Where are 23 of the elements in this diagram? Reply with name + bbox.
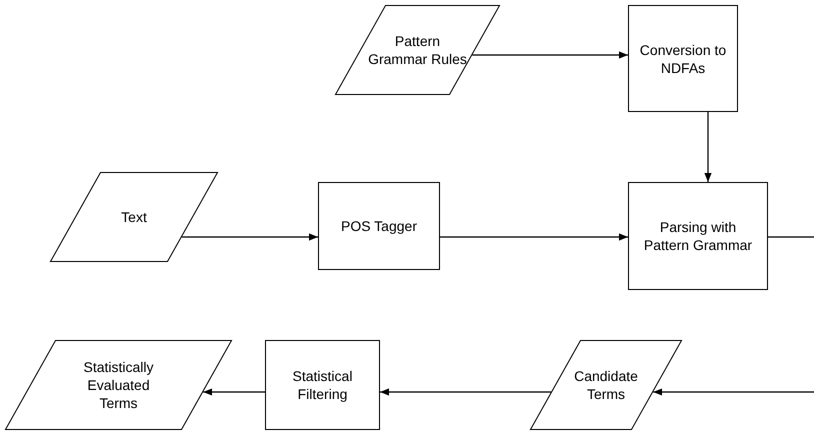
node-label: Pattern Grammar Rules <box>368 32 468 68</box>
process-box <box>628 182 768 290</box>
node-label: POS Tagger <box>340 217 418 235</box>
data-parallelogram <box>50 172 218 262</box>
node-label: Statistically Evaluated Terms <box>82 358 155 412</box>
arrow <box>182 233 318 241</box>
node-label: Statistical Filtering <box>292 367 354 403</box>
arrow <box>380 388 552 396</box>
data-parallelogram <box>335 5 500 95</box>
arrow <box>653 388 814 396</box>
node-label: Parsing with Pattern Grammar <box>643 218 753 254</box>
node-label: Conversion to NDFAs <box>638 40 728 76</box>
process-box <box>628 5 738 112</box>
arrow <box>203 388 265 396</box>
data-parallelogram <box>530 340 682 430</box>
node-label: Candidate Terms <box>573 367 639 403</box>
data-parallelogram <box>5 340 232 430</box>
arrow <box>440 233 628 241</box>
process-box <box>318 182 440 270</box>
process-box <box>265 340 380 430</box>
arrow <box>472 51 628 59</box>
node-label: Text <box>120 208 148 226</box>
arrow <box>704 112 712 182</box>
